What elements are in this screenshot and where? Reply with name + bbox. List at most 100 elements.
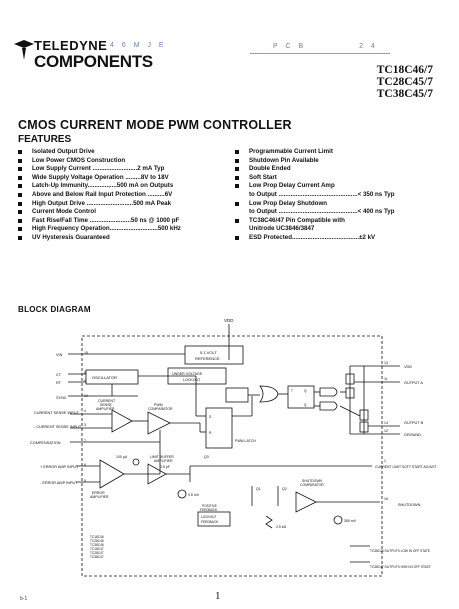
block-diagram: VDD 5.1 VOLT REFERENCE UNDER VOLTAGE LOC… — [30, 318, 437, 577]
pin-number: 8 — [84, 371, 86, 375]
vref-line2: REFERENCE — [195, 356, 220, 361]
pin-number: 5 — [84, 479, 86, 483]
feature-item: Soft Start — [235, 174, 440, 183]
feature-item: ESD Protected...........................… — [235, 234, 440, 243]
lockout-line1: LOCKOUT — [201, 515, 216, 519]
pin-climit-label: CURRENT LIMIT SOFT START ADJUST — [375, 465, 437, 469]
q3-label: Q3 — [204, 455, 209, 459]
gate-and-b — [319, 401, 338, 411]
feature-item: UV Hysteresis Guaranteed — [18, 234, 228, 243]
feature-text: Unitrode UC3846/3847 — [249, 225, 315, 233]
feature-value: < 350 ns Typ — [357, 190, 395, 198]
lba-line1: LIMIT BUFFER — [150, 455, 174, 459]
feature-text: Soft Start — [249, 173, 277, 181]
faint-pcb-number: 2 4 — [359, 43, 378, 50]
oscillator-label: OSCILLATOR — [92, 375, 117, 380]
part-note: TC28C46 — [90, 539, 104, 543]
feature-item: Unitrode UC3846/3847 — [235, 225, 440, 234]
isource-value: 100 μA — [116, 455, 128, 459]
faint-pcb-label: P C B — [273, 43, 307, 50]
voltage-source-icon — [177, 489, 187, 499]
feature-text: Latch-Up Immunity................. — [32, 182, 117, 190]
part-note: TC18C47 — [90, 547, 104, 551]
faint-stamp-left: 4 6 M J E — [110, 42, 167, 49]
pin-number: 4 — [84, 409, 86, 413]
pwm-comparator — [147, 411, 171, 435]
resistor-value: 2.5 kΩ — [276, 525, 287, 529]
logo-icon — [14, 40, 34, 60]
gate-and — [225, 387, 249, 403]
feature-text: ESD Protected...........................… — [249, 233, 360, 241]
feature-item: Isolated Output Drive — [18, 148, 228, 157]
part-number: TC18C46/7 — [376, 64, 433, 76]
csa-line1: CURRENT — [98, 399, 116, 403]
vref-box — [184, 345, 244, 365]
pin-number: 7 — [84, 439, 86, 443]
pin-cs-minus-label: - CURRENT SENSE INPUT — [34, 425, 82, 429]
feature-text: Double Ended — [249, 165, 291, 173]
pwm-comp-line2: COMPARATOR — [148, 407, 173, 411]
feature-item: Current Mode Control — [18, 208, 228, 217]
pin-shutdown-label: SHUTDOWN — [398, 503, 421, 507]
pwm-comp-line1: PWM — [154, 403, 163, 407]
q1-label: Q1 — [256, 487, 261, 491]
pin-comp-label: COMPENSATION — [30, 441, 61, 445]
feature-text: Fast Rise/Fall Time ....................… — [32, 216, 131, 224]
feature-item: Low Prop Delay Shutdown — [235, 200, 440, 209]
lockout-feedback-box — [197, 511, 231, 527]
csa-line3: AMPLIFIER — [96, 407, 115, 411]
pin-number: 13 — [384, 361, 388, 365]
positive-feedback-line1: POSITIVE — [202, 504, 217, 508]
feature-text: High Frequency Operation................… — [32, 225, 158, 233]
sd-comp-line1: SHUTDOWN — [302, 479, 323, 483]
feature-item: to Output ..............................… — [235, 191, 440, 200]
feature-item: Latch-Up Immunity.................500 mA… — [18, 182, 228, 191]
feature-item: to Output ..............................… — [235, 208, 440, 217]
footer-note: b-1 — [20, 596, 28, 602]
feature-item: Programmable Current Limit — [235, 148, 440, 157]
pin-number: 16 — [384, 497, 388, 501]
page-title: CMOS CURRENT MODE PWM CONTROLLER — [18, 118, 292, 132]
pin-number: 11 — [384, 377, 388, 381]
pin-number: 14 — [384, 421, 388, 425]
feature-text: Isolated Output Drive — [32, 148, 95, 155]
feature-item: High Output Drive ......................… — [18, 200, 228, 209]
feature-text: UV Hysteresis Guaranteed — [32, 233, 110, 241]
svg-text:T: T — [291, 389, 293, 393]
pin-number: 1 — [384, 459, 386, 463]
pin-vdd-right-label: VDD — [404, 365, 412, 369]
pin-ea-plus-label: + ERROR AMP INPUT — [40, 465, 79, 469]
feature-value: ±2 kV — [359, 233, 376, 241]
uvlo-line1: UNDER VOLTAGE — [172, 372, 203, 376]
svg-text:Q: Q — [304, 403, 307, 407]
feature-item: Low Power CMOS Construction — [18, 157, 228, 166]
feature-text: Low Power CMOS Construction — [32, 156, 126, 164]
logo-line1: TELEDYNE — [34, 38, 108, 53]
pin-out-b-label: OUTPUT B — [404, 421, 424, 425]
pin-number: 3 — [84, 423, 86, 427]
feature-item: Low Prop Delay Current Amp — [235, 182, 440, 191]
uvlo-line2: LOCKOUT — [183, 378, 201, 382]
feature-value: 50 ns @ 1000 pF — [130, 216, 180, 224]
vsource-value: 0.5 mV — [188, 493, 200, 497]
q2-label: Q2 — [282, 487, 287, 491]
feature-item: Fast Rise/Fall Time ....................… — [18, 217, 228, 226]
pin-number: 15 — [84, 351, 88, 355]
feature-text: Low Prop Delay Current Amp — [249, 182, 335, 190]
feature-value: < 400 ns Typ — [357, 208, 395, 216]
csa-line2: SENSE — [100, 403, 113, 407]
pin-out-a-label: OUTPUT A — [404, 381, 423, 385]
feature-text: Current Mode Control — [32, 208, 96, 216]
pin-vin-label: VIN — [56, 353, 63, 357]
feature-item: Low Supply Current .....................… — [18, 165, 228, 174]
feature-value: 2 mA Typ — [137, 165, 165, 173]
logo-line2: COMPONENTS — [34, 52, 153, 71]
part-note: TC38C46 — [90, 543, 104, 547]
ic-boundary — [81, 335, 383, 577]
feature-text: to Output ..............................… — [249, 208, 358, 216]
vref-line1: 5.1 VOLT — [200, 350, 217, 355]
gate-and-a — [319, 387, 338, 397]
error-amp — [99, 459, 125, 489]
